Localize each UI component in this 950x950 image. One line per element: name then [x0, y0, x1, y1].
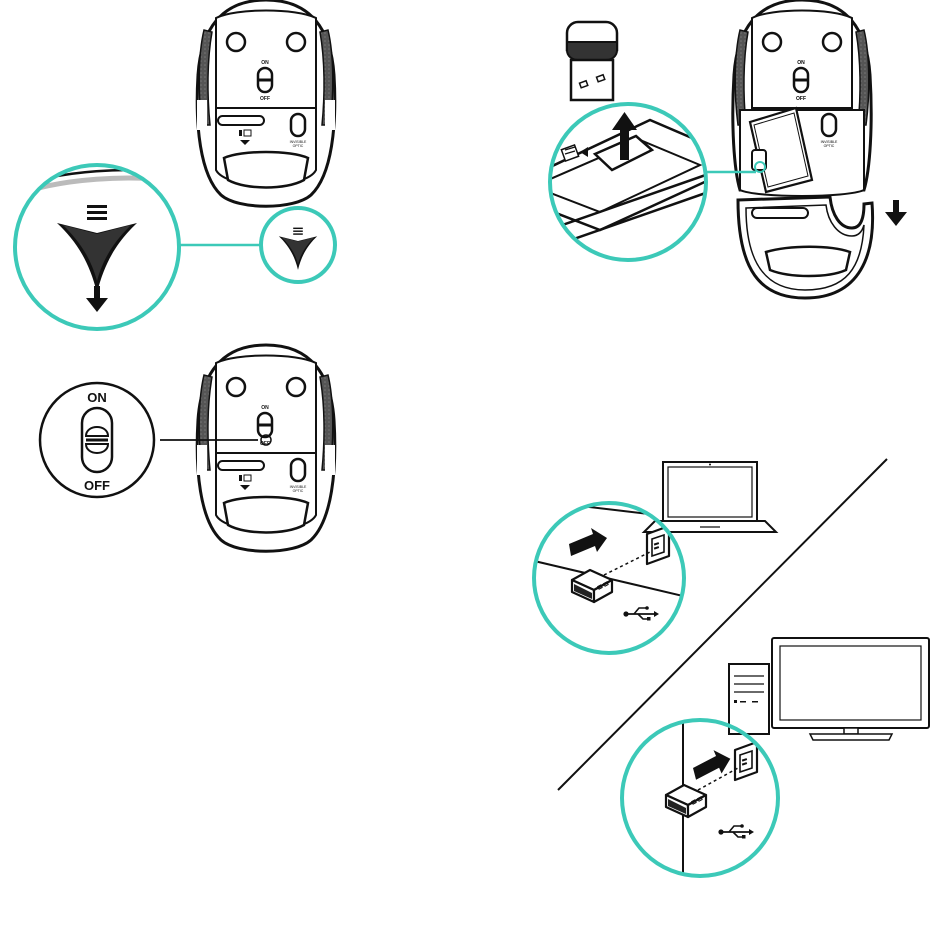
down-arrow-icon	[885, 200, 907, 226]
svg-text:ON: ON	[797, 60, 805, 66]
monitor	[772, 638, 929, 740]
desktop-tower	[729, 664, 769, 734]
step-power-on: ON OFF	[40, 345, 335, 551]
svg-text:OPTIC: OPTIC	[824, 144, 835, 148]
notch-arrow-icon	[279, 228, 317, 270]
battery-door	[738, 197, 873, 298]
step-connect-receiver	[530, 459, 929, 900]
nano-receiver	[567, 22, 617, 100]
switch-on-label: ON	[87, 390, 107, 405]
mouse-underside-open: ON OFF INVISIBLE OPTIC	[733, 0, 871, 196]
power-switch	[82, 408, 112, 472]
switch-off-label: OFF	[84, 478, 110, 493]
svg-text:OFF: OFF	[796, 96, 806, 102]
usb-icon	[718, 824, 754, 838]
step-remove-receiver: ON OFF INVISIBLE OPTIC	[548, 0, 907, 298]
down-arrow-icon	[86, 286, 108, 312]
step-remove-cover	[10, 0, 335, 329]
insert-arrow-icon	[569, 528, 607, 556]
mouse-underside	[197, 0, 335, 206]
receiver-icon	[666, 785, 706, 817]
usb-icon	[623, 606, 659, 620]
notch-arrow-icon	[57, 205, 137, 293]
laptop	[644, 462, 776, 532]
mouse-underside	[197, 345, 335, 551]
